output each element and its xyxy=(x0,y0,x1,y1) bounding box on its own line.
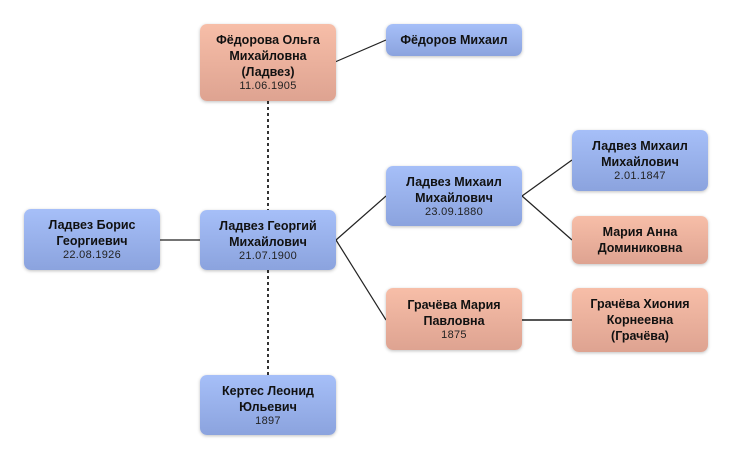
person-card-olga[interactable]: Фёдорова Ольга Михайловна (Ладвез) 11.06… xyxy=(200,24,336,101)
person-name: Ладвез Михаил Михайлович xyxy=(406,174,502,205)
person-card-khioniya[interactable]: Грачёва Хиония Корнеевна (Грачёва) xyxy=(572,288,708,352)
person-date: 1875 xyxy=(441,328,467,341)
person-card-mikhail-1847[interactable]: Ладвез Михаил Михайлович 2.01.1847 xyxy=(572,130,708,191)
person-card-mikhail-1880[interactable]: Ладвез Михаил Михайлович 23.09.1880 xyxy=(386,166,522,226)
link-georgiy-mikhail xyxy=(335,195,387,241)
person-card-kertes[interactable]: Кертес Леонид Юльевич 1897 xyxy=(200,375,336,435)
person-card-boris[interactable]: Ладвез Борис Георгиевич 22.08.1926 xyxy=(24,209,160,270)
person-date: 11.06.1905 xyxy=(239,80,297,92)
person-card-georgiy[interactable]: Ладвез Георгий Михайлович 21.07.1900 xyxy=(200,210,336,270)
person-name: Кертес Леонид Юльевич xyxy=(222,383,314,414)
person-date: 23.09.1880 xyxy=(424,205,484,218)
person-name: Мария Анна Доминиковна xyxy=(597,225,683,255)
person-date: 22.08.1926 xyxy=(62,249,122,261)
person-card-fedorov[interactable]: Фёдоров Михаил xyxy=(386,24,522,56)
person-name: Фёдорова Ольга Михайловна (Ладвез) xyxy=(216,33,320,79)
link-mikhail-mariaanna xyxy=(521,195,573,241)
person-card-maria-anna[interactable]: Мария Анна Доминиковна xyxy=(572,216,708,264)
person-card-gracheva-maria[interactable]: Грачёва Мария Павловна 1875 xyxy=(386,288,522,350)
link-olga-fedorov xyxy=(334,39,387,63)
person-date: 2.01.1847 xyxy=(614,170,666,182)
link-georgiy-gracheva xyxy=(335,239,387,321)
person-date: 1897 xyxy=(255,414,281,427)
person-name: Ладвез Михаил Михайлович xyxy=(592,139,688,169)
person-name: Грачёва Мария Павловна xyxy=(407,297,501,328)
link-mikhail-mikhail1847 xyxy=(521,159,573,197)
person-name: Ладвез Борис Георгиевич xyxy=(48,218,136,248)
person-name: Ладвез Георгий Михайлович xyxy=(219,218,317,249)
person-name: Фёдоров Михаил xyxy=(400,33,508,47)
person-date: 21.07.1900 xyxy=(238,249,298,262)
person-name: Грачёва Хиония Корнеевна (Грачёва) xyxy=(590,297,690,343)
